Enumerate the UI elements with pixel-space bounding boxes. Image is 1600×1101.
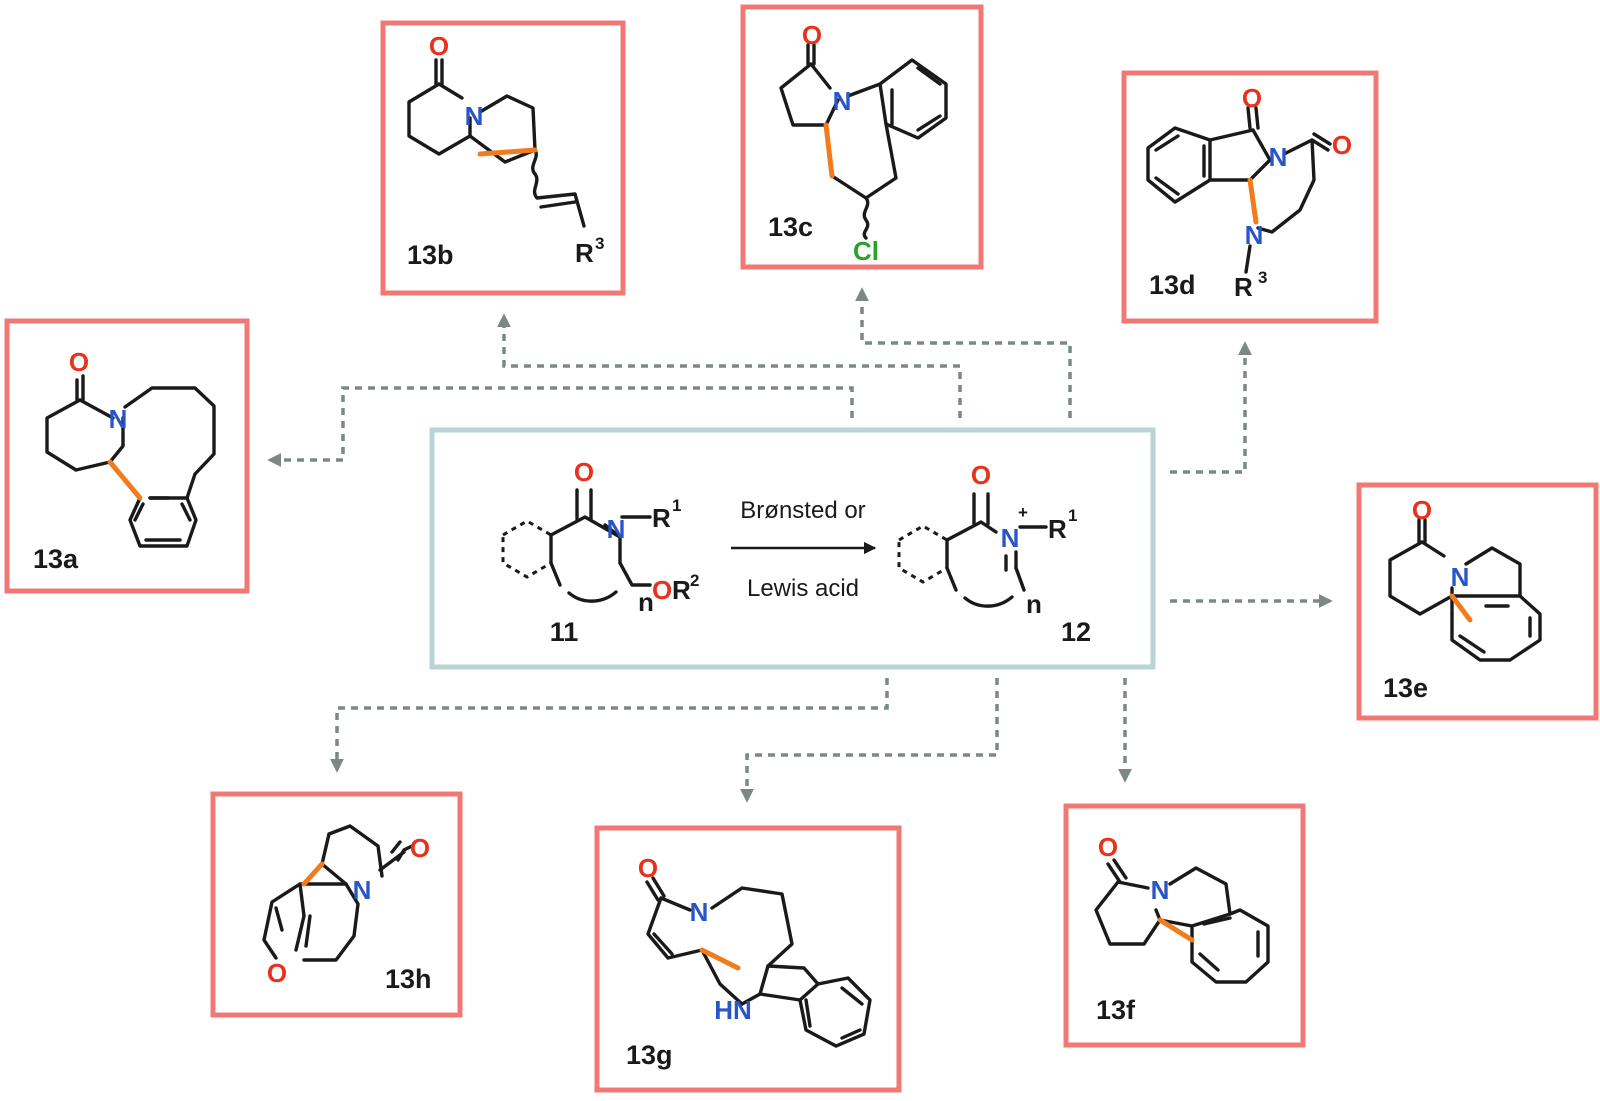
atom-o: O [652,575,672,605]
product-13d: O O N N R 3 13d [1121,70,1379,324]
product-13b: O N R 3 13b [380,20,626,296]
atom-n: N [1451,562,1470,592]
product-label: 13c [768,212,813,242]
subscript-n: n [1026,589,1042,619]
atom-r: R [672,575,691,605]
atom-o: O [1242,83,1262,113]
product-label: 13g [626,1040,673,1070]
reagent-text-top: Brønsted or [740,497,865,524]
r1-superscript: 1 [672,496,681,515]
product-label: 13d [1149,270,1196,300]
atom-o: O [267,958,287,988]
compound-11: O N R 1 n O R 2 11 [501,457,699,647]
product-label: 13b [407,240,454,270]
product-frame [1121,70,1379,324]
atom-hn: HN [714,995,752,1025]
reaction-panel-frame [429,427,1156,670]
atom-o: O [1332,130,1352,160]
product-frame [1356,482,1599,721]
arrow-to-13c [855,287,1072,418]
arrow-to-13d [1170,341,1252,474]
atom-n: N [465,101,484,131]
arrow-to-13b [497,313,962,418]
atom-o: O [971,460,991,490]
atom-n: N [1269,142,1288,172]
product-frame [380,20,626,296]
r2-superscript: 2 [690,571,699,590]
r3-superscript: 3 [595,234,604,253]
atom-o: O [69,347,89,377]
product-frame [4,318,250,594]
arrow-to-13g [740,678,999,803]
atom-n: N [353,875,372,905]
r3-superscript: 3 [1258,268,1267,287]
reagent-text-bottom: Lewis acid [747,575,859,602]
atom-o: O [429,31,449,61]
compound-label-11: 11 [550,617,579,647]
atom-cl: Cl [853,236,879,266]
product-label: 13a [33,544,79,574]
atom-r: R [1234,272,1253,302]
product-13e: O N 13e [1356,482,1599,721]
atom-n: N [833,86,852,116]
compound-label-12: 12 [1061,617,1091,647]
product-label: 13e [1383,673,1428,703]
compound-12: O N + R 1 n 12 [897,460,1091,647]
product-frame [210,791,463,1018]
product-label: 13h [385,964,432,994]
atom-o: O [1098,832,1118,862]
connector-arrows [267,287,1333,803]
product-13c: O N Cl 13c [740,4,984,270]
atom-o: O [574,457,594,487]
atom-n: N [690,897,709,927]
plus-charge: + [1018,503,1028,522]
reaction-panel: O N R 1 n O R 2 11 Brønsted or Lewis aci… [429,427,1156,670]
arrow-to-13h [330,678,889,773]
product-frame [594,825,902,1093]
atom-n: N [1245,220,1264,250]
product-frame [740,4,984,270]
product-13g: O N HN 13g [594,825,902,1093]
atom-o: O [1412,495,1432,525]
product-frame [1063,803,1306,1048]
product-13a: O N 13a [4,318,250,594]
atom-n: N [1001,523,1020,553]
arrow-to-13a [267,386,854,467]
atom-n: N [607,514,626,544]
product-13f: O N 13f [1063,803,1306,1048]
atom-o: O [410,833,430,863]
product-label: 13f [1096,995,1136,1025]
atom-r: R [575,238,594,268]
atom-o: O [802,20,822,50]
atom-n: N [109,404,128,434]
atom-r: R [652,503,671,533]
product-13h: O N O 13h [210,791,463,1018]
atom-o: O [638,853,658,883]
atom-n: N [1151,875,1170,905]
r1-superscript: 1 [1068,506,1077,525]
reagent-arrow: Brønsted or Lewis acid [731,497,877,602]
subscript-n: n [638,587,654,617]
atom-r: R [1048,514,1067,544]
